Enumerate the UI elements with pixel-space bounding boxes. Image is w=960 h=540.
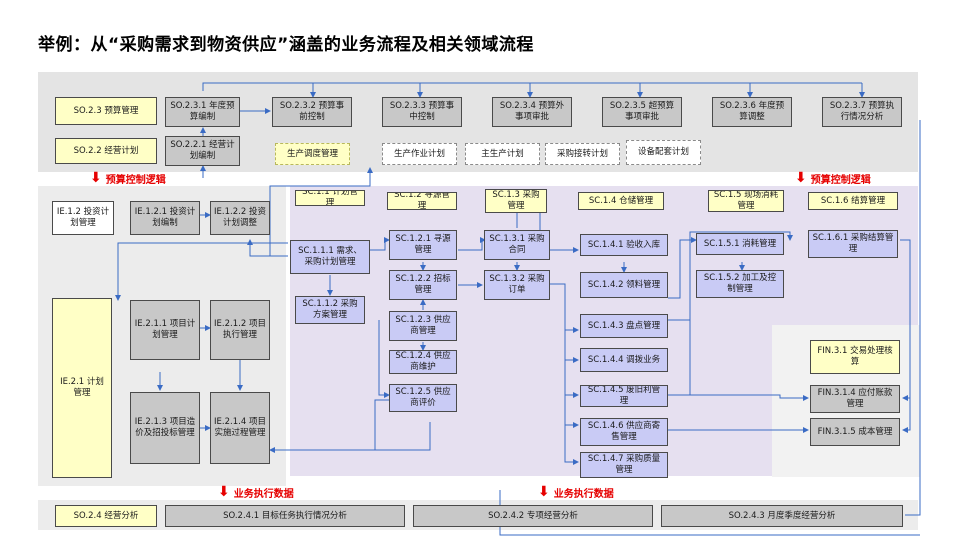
flag-label: 预算控制逻辑 (105, 174, 166, 186)
master-production-plan[interactable]: 主生产计划 (465, 143, 540, 165)
production-work-plan[interactable]: 生产作业计划 (382, 143, 457, 165)
page-title: 举例：从“采购需求到物资供应”涵盖的业务流程及相关领域流程 (38, 35, 534, 55)
so-2-3-budget-management[interactable]: SO.2.3 预算管理 (55, 97, 157, 125)
sc-1-2-4-supplier-maintenance[interactable]: SC.1.2.4 供应商维护 (389, 350, 457, 374)
exec-data-flag-right: ⬇业务执行数据 (538, 484, 614, 500)
budget-control-flag-left: ⬇预算控制逻辑 (90, 170, 166, 186)
sc-1-1-1-demand-plan[interactable]: SC.1.1.1 需求、采购计划管理 (290, 240, 370, 274)
so-2-3-4-off-budget[interactable]: SO.2.3.4 预算外事项审批 (492, 97, 572, 127)
down-arrow-icon: ⬇ (218, 484, 230, 500)
ie-2-1-2-project-execution[interactable]: IE.2.1.2 项目执行管理 (210, 300, 270, 360)
exec-data-flag-left: ⬇业务执行数据 (218, 484, 294, 500)
down-arrow-icon: ⬇ (795, 170, 807, 186)
so-2-3-7-budget-analysis[interactable]: SO.2.3.7 预算执行情况分析 (822, 97, 902, 127)
sc-1-5-onsite-consumption[interactable]: SC.1.5 现场消耗管理 (708, 190, 784, 212)
so-2-2-1-plan-compile[interactable]: SO.2.2.1 经营计划编制 (165, 136, 240, 166)
so-2-3-5-over-budget[interactable]: SO.2.3.5 超预算事项审批 (602, 97, 682, 127)
sc-1-3-2-purchase-order[interactable]: SC.1.3.2 采购订单 (484, 270, 550, 300)
ie-1-2-1-plan-compile[interactable]: IE.1.2.1 投资计划编制 (130, 201, 200, 235)
ie-2-1-3-project-bidding[interactable]: IE.2.1.3 项目造价及招投标管理 (130, 392, 200, 464)
sc-1-5-1-consumption[interactable]: SC.1.5.1 消耗管理 (696, 233, 784, 255)
down-arrow-icon: ⬇ (538, 484, 550, 500)
sc-1-3-purchase-management[interactable]: SC.1.3 采购管理 (485, 189, 547, 213)
so-2-4-2-special-analysis[interactable]: SO.2.4.2 专项经营分析 (413, 505, 653, 527)
fin-3-1-5-cost-management[interactable]: FIN.3.1.5 成本管理 (810, 418, 900, 446)
sc-1-4-3-stocktaking[interactable]: SC.1.4.3 盘点管理 (580, 314, 668, 338)
ie-2-1-4-project-process[interactable]: IE.2.1.4 项目实施过程管理 (210, 392, 270, 464)
sc-1-6-1-purchase-settlement[interactable]: SC.1.6.1 采购结算管理 (808, 230, 898, 258)
so-2-4-1-target-analysis[interactable]: SO.2.4.1 目标任务执行情况分析 (165, 505, 405, 527)
so-2-4-business-analysis[interactable]: SO.2.4 经营分析 (55, 505, 157, 527)
sc-1-6-settlement-management[interactable]: SC.1.6 结算管理 (808, 192, 898, 210)
flag-label: 业务执行数据 (233, 488, 294, 500)
production-scheduling[interactable]: 生产调度管理 (275, 143, 350, 165)
so-2-3-6-budget-adjust[interactable]: SO.2.3.6 年度预算调整 (712, 97, 792, 127)
ie-1-2-investment-plan[interactable]: IE.1.2 投资计划管理 (52, 201, 114, 235)
sc-1-2-2-bidding[interactable]: SC.1.2.2 招标管理 (389, 270, 457, 300)
ie-2-1-plan-management[interactable]: IE.2.1 计划管理 (52, 298, 112, 478)
so-2-2-business-plan[interactable]: SO.2.2 经营计划 (55, 138, 157, 164)
flag-label: 预算控制逻辑 (810, 174, 871, 186)
sc-1-4-1-receiving[interactable]: SC.1.4.1 验收入库 (580, 234, 668, 256)
budget-control-flag-right: ⬇预算控制逻辑 (795, 170, 871, 186)
sc-1-5-2-processing-control[interactable]: SC.1.5.2 加工及控制管理 (696, 270, 784, 298)
sc-1-2-sourcing-management[interactable]: SC.1.2 寻源管理 (387, 192, 457, 210)
sc-1-4-2-material-issue[interactable]: SC.1.4.2 领料管理 (580, 272, 668, 298)
down-arrow-icon: ⬇ (90, 170, 102, 186)
fin-3-1-4-accounts-payable[interactable]: FIN.3.1.4 应付账款管理 (810, 385, 900, 413)
sc-1-4-warehouse-management[interactable]: SC.1.4 仓储管理 (578, 192, 664, 210)
sc-1-4-7-quality[interactable]: SC.1.4.7 采购质量管理 (580, 452, 668, 478)
fin-3-1-transaction-accounting[interactable]: FIN.3.1 交易处理核算 (810, 340, 900, 374)
ie-1-2-2-plan-adjust[interactable]: IE.1.2.2 投资计划调整 (210, 201, 270, 235)
so-2-3-1-annual-budget[interactable]: SO.2.3.1 年度预算编制 (165, 97, 240, 127)
sc-1-2-3-supplier-management[interactable]: SC.1.2.3 供应商管理 (389, 311, 457, 341)
so-2-4-3-periodic-analysis[interactable]: SO.2.4.3 月度季度经营分析 (661, 505, 903, 527)
so-2-3-2-pre-control[interactable]: SO.2.3.2 预算事前控制 (272, 97, 352, 127)
sc-1-2-1-sourcing[interactable]: SC.1.2.1 寻源管理 (389, 230, 457, 260)
sc-1-3-1-purchase-contract[interactable]: SC.1.3.1 采购合同 (484, 230, 550, 260)
so-2-3-3-mid-control[interactable]: SO.2.3.3 预算事中控制 (382, 97, 462, 127)
sc-1-1-2-procurement-scheme[interactable]: SC.1.1.2 采购方案管理 (295, 296, 365, 324)
sc-1-4-6-consignment[interactable]: SC.1.4.6 供应商寄售管理 (580, 418, 668, 446)
sc-1-2-5-supplier-evaluation[interactable]: SC.1.2.5 供应商评价 (389, 384, 457, 412)
equipment-matching-plan[interactable]: 设备配套计划 (626, 140, 701, 165)
ie-2-1-1-project-plan[interactable]: IE.2.1.1 项目计划管理 (130, 300, 200, 360)
sc-1-4-5-scrap-utilization[interactable]: SC.1.4.5 废旧利管理 (580, 385, 668, 407)
sc-1-1-plan-management[interactable]: SC.1.1 计划管理 (295, 190, 365, 206)
flag-label: 业务执行数据 (553, 488, 614, 500)
sc-1-4-4-transfer[interactable]: SC.1.4.4 调拨业务 (580, 348, 668, 372)
procurement-transfer-plan[interactable]: 采购接转计划 (545, 143, 620, 165)
